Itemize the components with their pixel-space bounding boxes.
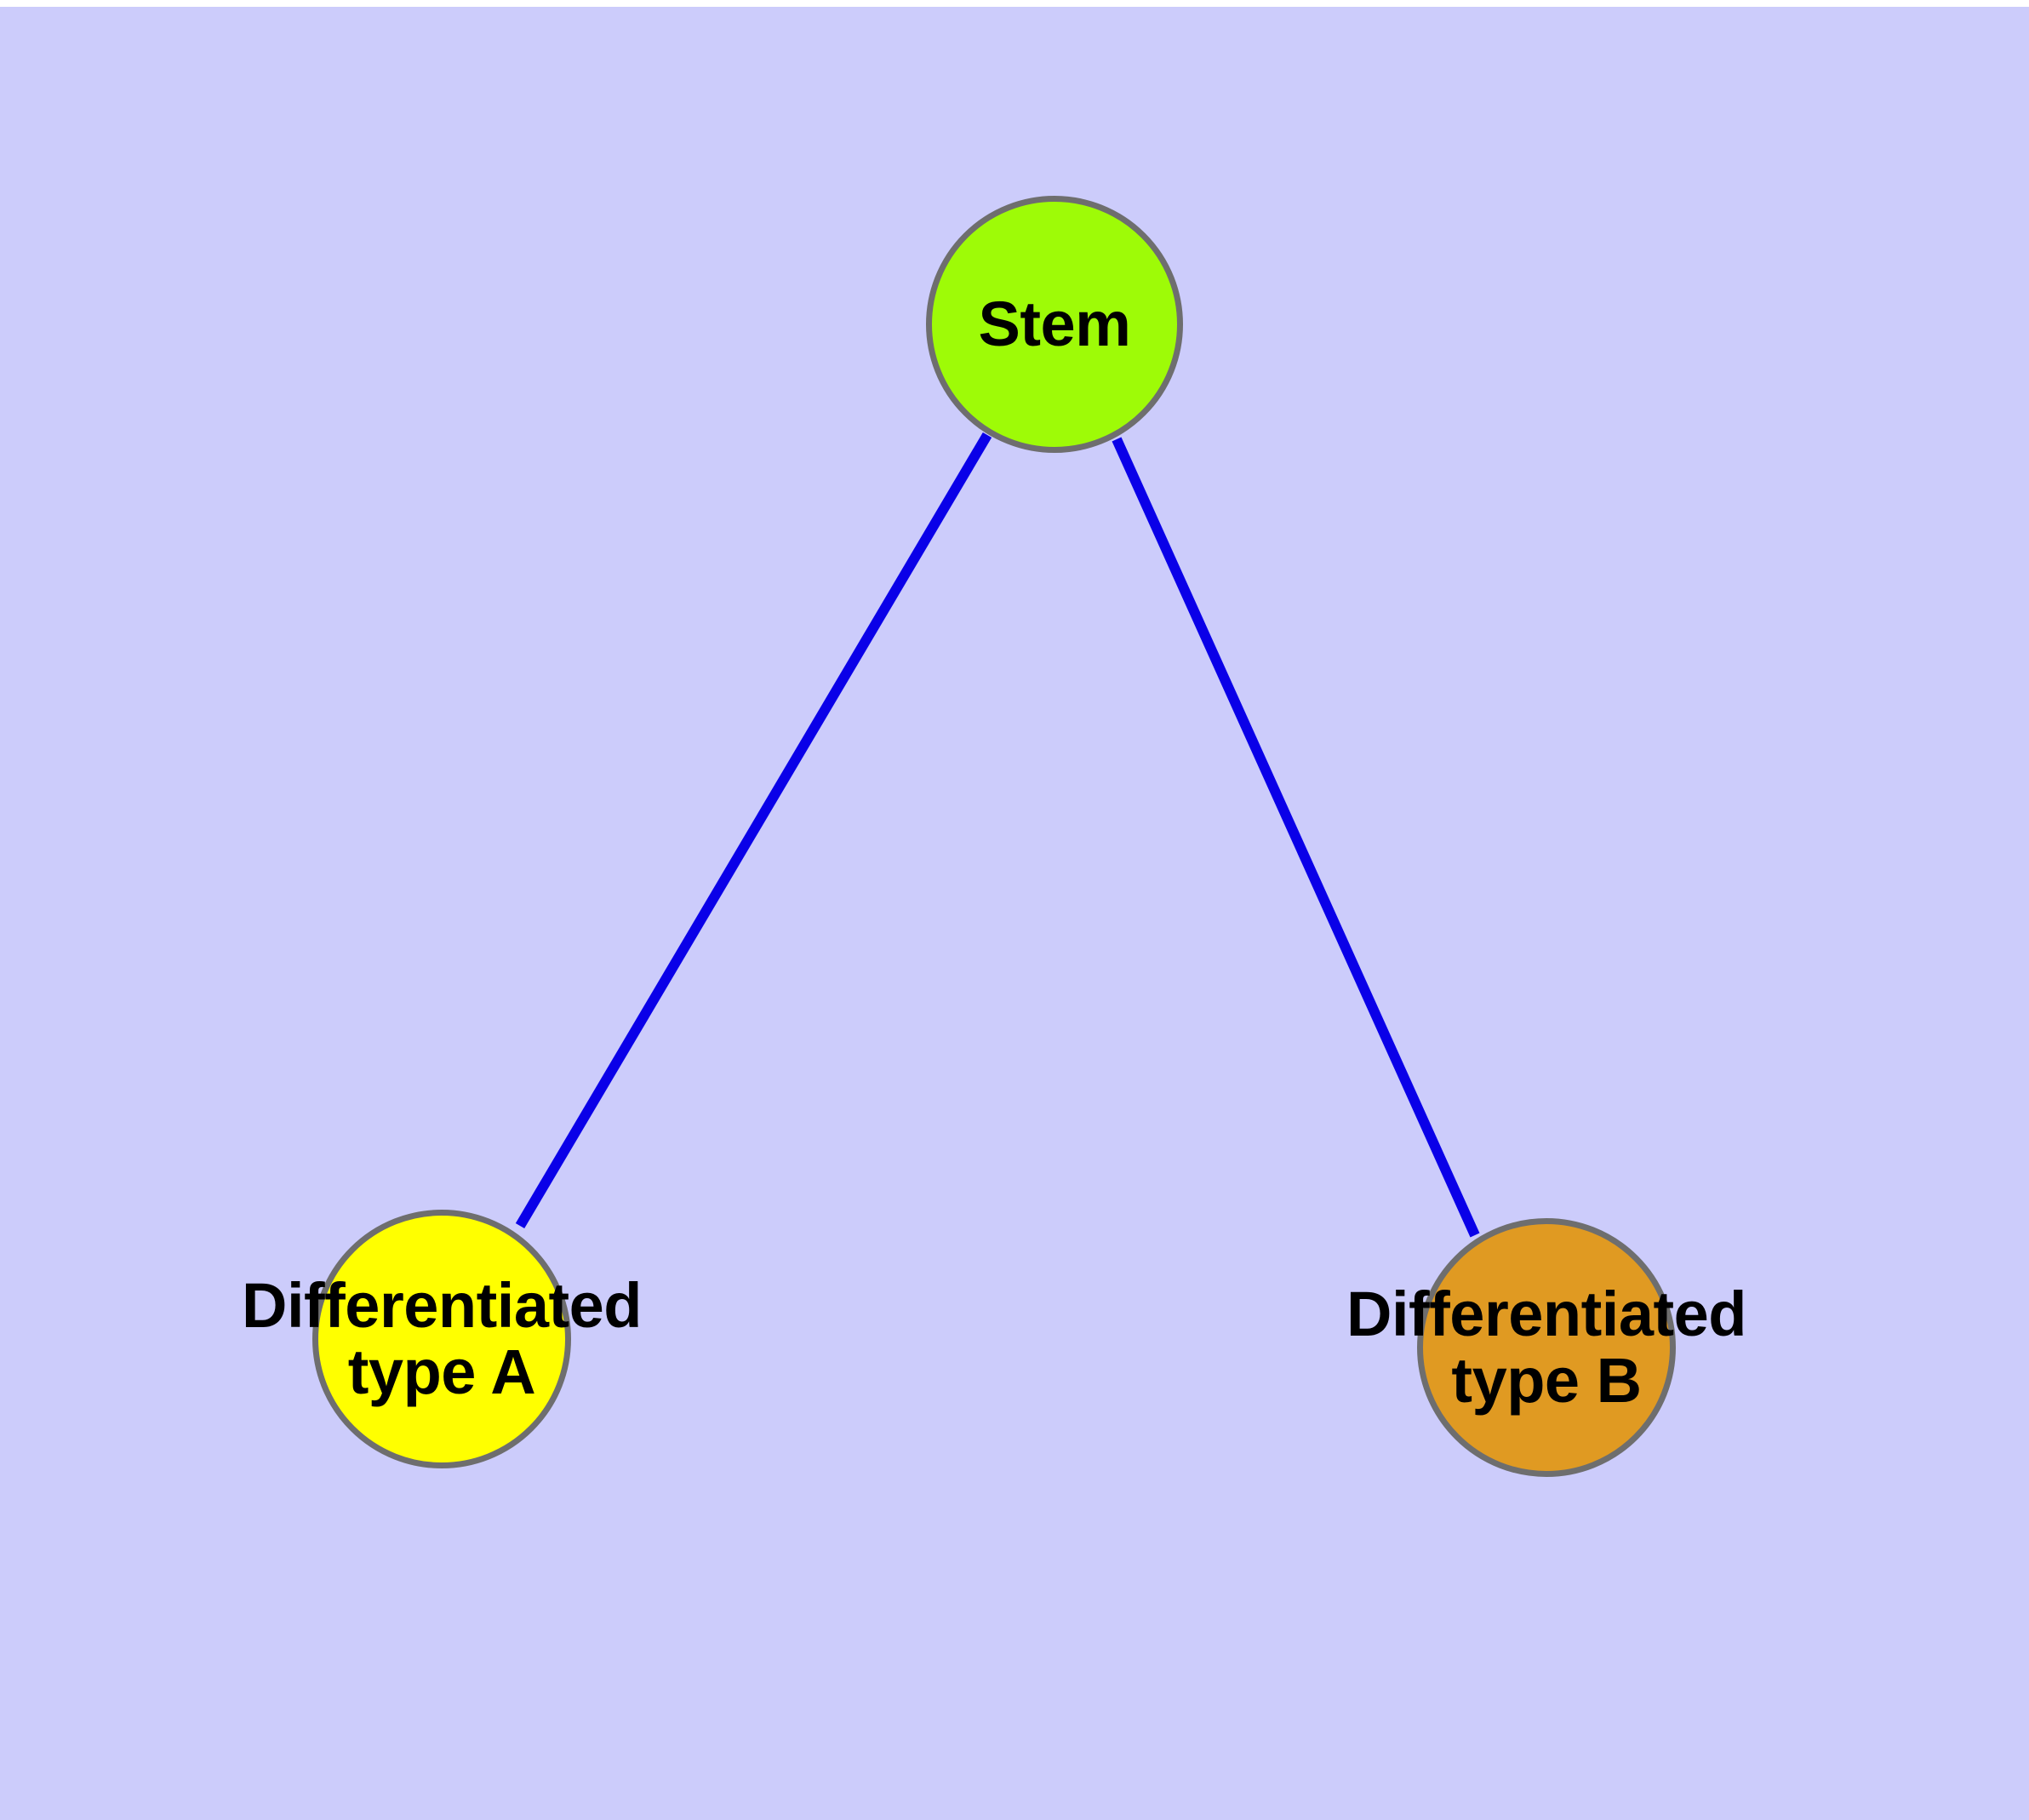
edge-stem-to-differentiated-a — [515, 432, 992, 1229]
node-differentiated-type-b[interactable] — [1417, 1218, 1676, 1477]
edge-stem-to-differentiated-b — [1112, 437, 1480, 1238]
node-layer: Stem Differentiated type A Differentiate… — [0, 7, 2029, 1820]
node-differentiated-type-a[interactable] — [312, 1210, 571, 1468]
diagram-plot-area: Stem Differentiated type A Differentiate… — [0, 7, 2029, 1820]
edge-layer — [515, 432, 1480, 1238]
node-stem[interactable] — [926, 196, 1183, 453]
